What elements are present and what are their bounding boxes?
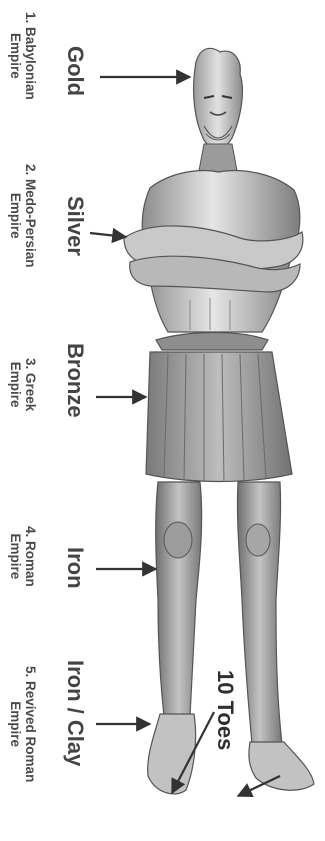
empire-name: Babylonian xyxy=(23,27,38,100)
label-iron: Iron xyxy=(64,547,86,589)
empire-name: Roman xyxy=(23,541,38,587)
empire-roman: 4. Roman Empire xyxy=(8,526,38,587)
label-ten-toes: 10 Toes xyxy=(214,670,236,750)
empire-word: Empire xyxy=(8,666,23,782)
label-bronze: Bronze xyxy=(64,343,86,418)
empire-name: Revived Roman xyxy=(23,681,38,782)
empire-number: 5. xyxy=(23,666,38,677)
empire-name: Greek xyxy=(23,373,38,411)
label-iron-clay: Iron / Clay xyxy=(64,660,86,766)
empire-word: Empire xyxy=(8,12,23,100)
arrow-toes-right xyxy=(238,776,280,796)
empire-greek: 3. Greek Empire xyxy=(8,358,38,411)
empire-medo-persian: 2. Medo-Persian Empire xyxy=(8,164,38,268)
empire-number: 2. xyxy=(23,164,38,175)
empire-babylonian: 1. Babylonian Empire xyxy=(8,12,38,100)
empire-revived-roman: 5. Revived Roman Empire xyxy=(8,666,38,782)
empire-word: Empire xyxy=(8,526,23,587)
empire-number: 4. xyxy=(23,526,38,537)
arrow-silver xyxy=(90,233,126,237)
label-gold: Gold xyxy=(64,46,86,96)
arrow-toes-left xyxy=(172,712,214,793)
empire-word: Empire xyxy=(8,164,23,268)
label-silver: Silver xyxy=(64,196,86,256)
empire-number: 3. xyxy=(23,358,38,369)
empire-name: Medo-Persian xyxy=(23,179,38,268)
empire-number: 1. xyxy=(23,12,38,23)
empire-word: Empire xyxy=(8,358,23,411)
